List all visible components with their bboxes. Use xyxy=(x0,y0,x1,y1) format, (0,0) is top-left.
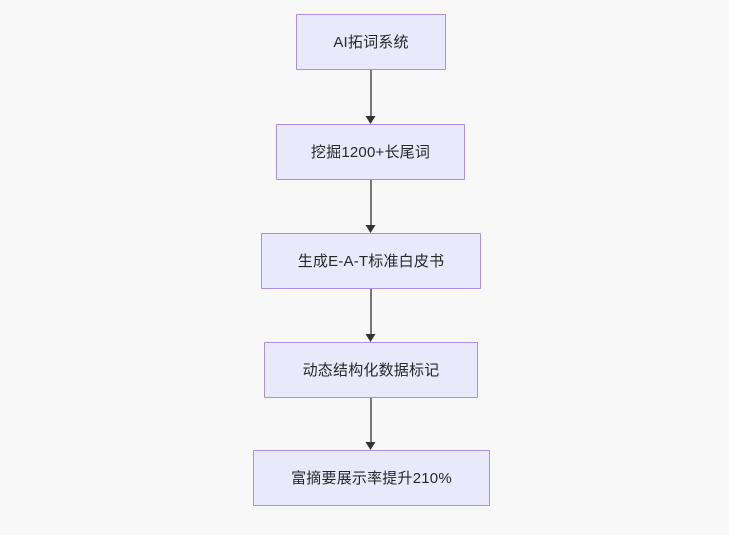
edge-line xyxy=(370,180,372,226)
node-label: 挖掘1200+长尾词 xyxy=(310,143,431,161)
flowchart-node-n5[interactable]: 富摘要展示率提升210% xyxy=(253,450,490,506)
node-label: 生成E-A-T标准白皮书 xyxy=(297,252,445,270)
node-label: 富摘要展示率提升210% xyxy=(291,469,452,487)
flowchart-node-n4[interactable]: 动态结构化数据标记 xyxy=(264,342,478,398)
node-label: 动态结构化数据标记 xyxy=(302,361,440,379)
edge-line xyxy=(370,398,372,443)
node-label: AI拓词系统 xyxy=(333,33,409,51)
edge-line xyxy=(370,289,372,335)
arrowhead-icon xyxy=(365,115,376,124)
arrowhead-icon xyxy=(365,333,376,342)
flowchart-node-n3[interactable]: 生成E-A-T标准白皮书 xyxy=(261,233,481,289)
edge-line xyxy=(370,70,372,117)
flowchart-node-n2[interactable]: 挖掘1200+长尾词 xyxy=(276,124,465,180)
arrowhead-icon xyxy=(365,441,376,450)
arrowhead-icon xyxy=(365,224,376,233)
flowchart-node-n1[interactable]: AI拓词系统 xyxy=(296,14,446,70)
